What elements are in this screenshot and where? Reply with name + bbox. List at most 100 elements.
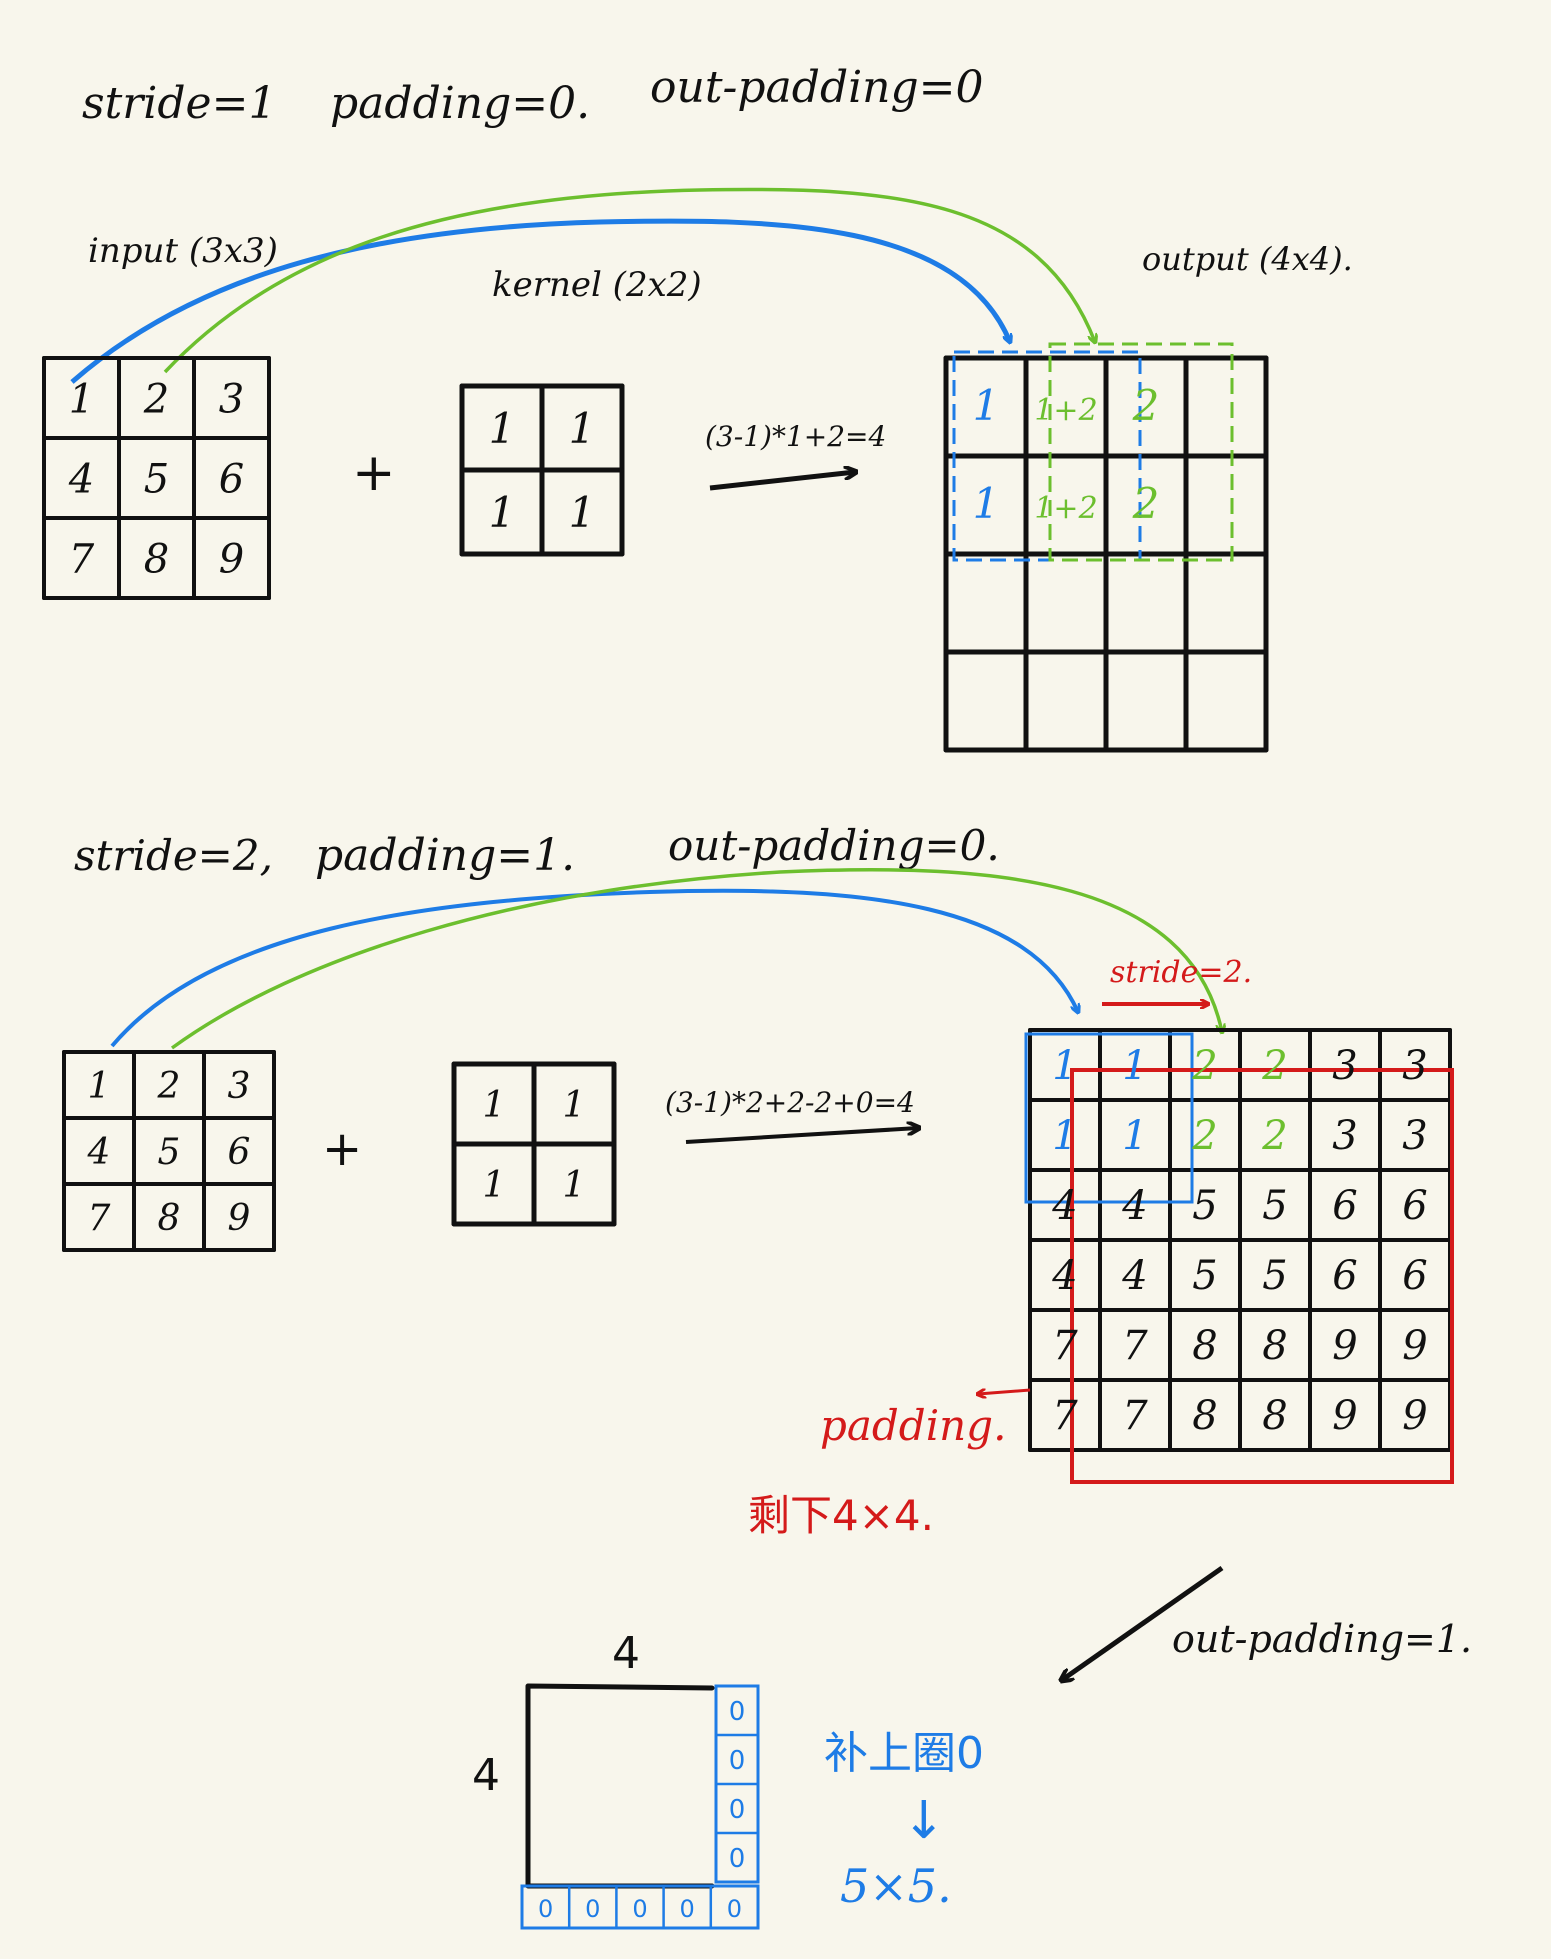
s3-right-zero: 0 (729, 1697, 746, 1727)
s2-output-value: 9 (1332, 1393, 1357, 1439)
s2-input-cell: 3 (228, 1066, 251, 1107)
s2-kernel-cell: 1 (563, 1085, 586, 1126)
s2-output-value: 1 (1122, 1113, 1147, 1159)
s1-input-label: input (3x3) (88, 231, 278, 271)
s1-input-cell: 6 (219, 456, 244, 502)
s3-top-dimension: 4 (612, 1628, 640, 1679)
s1-input-cell: 3 (219, 376, 244, 422)
s2-input-cell: 5 (158, 1132, 181, 1173)
s2-output-value: 4 (1051, 1183, 1077, 1229)
s2-output-value: 4 (1051, 1253, 1077, 1299)
s3-right-zero: 0 (729, 1795, 746, 1825)
s2-output-value: 7 (1122, 1393, 1148, 1439)
s2-output-value: 9 (1332, 1323, 1357, 1369)
s3-left-dimension: 4 (472, 1750, 500, 1801)
s2-output-value: 3 (1402, 1113, 1427, 1159)
s2-output-value: 1 (1052, 1113, 1077, 1159)
s2-output-value: 2 (1261, 1113, 1287, 1159)
s1-plus-sign: + (352, 443, 396, 503)
s2-green-arc (170, 868, 1222, 1050)
s1-output-label: output (4x4). (1142, 240, 1353, 278)
s2-output-value: 3 (1402, 1043, 1427, 1089)
s2-output-value: 7 (1052, 1393, 1078, 1439)
s1-blue-kernel-window (952, 350, 1142, 562)
s2-input-cell: 9 (228, 1198, 251, 1239)
s3-down-arrow: ↓ (902, 1791, 946, 1851)
s1-output-matrix (943, 355, 1269, 753)
s2-output-value: 2 (1191, 1113, 1217, 1159)
s2-kernel-cell: 1 (483, 1085, 506, 1126)
s1-output-value: 1+2 (1034, 491, 1097, 526)
s3-result-label: 5×5. (840, 1859, 952, 1913)
s1-green-arc (163, 187, 1095, 374)
s3-right-zero: 0 (729, 1746, 746, 1776)
s1-formula: (3-1)*1+2=4 (705, 420, 886, 453)
s2-output-value: 6 (1402, 1183, 1427, 1229)
s2-output-value: 6 (1332, 1183, 1357, 1229)
s3-bottom-zero: 0 (585, 1895, 600, 1923)
s1-input-cell: 7 (69, 536, 95, 582)
s2-output-value: 4 (1121, 1183, 1147, 1229)
s2-blue-arc (110, 888, 1078, 1048)
s2-input-cell: 2 (157, 1066, 181, 1107)
s2-output-value: 6 (1332, 1253, 1357, 1299)
s1-input-cell: 9 (219, 536, 244, 582)
s2-input-cell: 7 (88, 1198, 111, 1239)
s3-bottom-zero-row (520, 1884, 760, 1930)
s3-bottom-zero: 0 (538, 1895, 553, 1923)
s1-blue-arc (70, 218, 1010, 384)
s2-input-cell: 8 (158, 1198, 181, 1239)
s1-green-kernel-window (1048, 342, 1234, 562)
s1-kernel-cell: 1 (489, 488, 516, 537)
s2-output-value: 4 (1121, 1253, 1147, 1299)
s2-output-value: 2 (1261, 1043, 1287, 1089)
s1-output-value: 1 (973, 381, 1000, 430)
s1-kernel-cell: 1 (569, 404, 596, 453)
s2-padding-arrow (978, 1390, 1031, 1394)
s1-kernel-label: kernel (2x2) (492, 265, 702, 305)
s1-input-cell: 4 (68, 456, 94, 502)
s1-output-value: 1 (973, 479, 1000, 528)
s2-output-value: 7 (1052, 1323, 1078, 1369)
s3-bottom-zero: 0 (632, 1895, 647, 1923)
s1-output-value: 1+2 (1034, 393, 1097, 428)
s2-output-value: 6 (1402, 1253, 1427, 1299)
s2-stride-annotation: stride=2. (1110, 955, 1252, 990)
s2-padding-crop-box (1070, 1068, 1454, 1484)
s2-output-value: 5 (1192, 1253, 1217, 1299)
s2-plus-sign: + (322, 1121, 362, 1177)
s2-output-value: 2 (1191, 1043, 1217, 1089)
s1-formula-arrow (709, 472, 855, 491)
s2-formula-arrow (685, 1128, 918, 1144)
s1-input-cell: 8 (144, 536, 169, 582)
s2-input-cell: 4 (87, 1132, 111, 1173)
s1-padding-label: padding=0. (330, 78, 590, 129)
s3-diagonal-arrow (1062, 1565, 1224, 1680)
s2-output-value: 5 (1262, 1253, 1287, 1299)
s3-fill-label: 补上圈0 (824, 1728, 984, 1779)
s1-output-value: 2 (1132, 381, 1160, 430)
s2-remain-annotation: 剩下4×4. (748, 1491, 934, 1540)
s2-input-cell: 1 (88, 1066, 111, 1107)
s2-output-value: 9 (1402, 1323, 1427, 1369)
s1-input-cell: 1 (69, 376, 94, 422)
s2-padding-annotation: padding. (820, 1401, 1006, 1450)
s1-output-value: 2 (1132, 479, 1160, 528)
s2-padding-label: padding=1. (315, 830, 575, 881)
s2-output-value: 1 (1052, 1043, 1077, 1089)
s1-kernel-cell: 1 (489, 404, 516, 453)
s1-input-cell: 2 (143, 376, 169, 422)
s2-kernel-cell: 1 (563, 1165, 586, 1206)
s2-output-value: 5 (1192, 1183, 1217, 1229)
s1-stride-label: stride=1 (82, 78, 276, 129)
section1: stride=1 padding=0. out-padding=0 input … (42, 62, 1353, 753)
s2-output-value: 7 (1122, 1323, 1148, 1369)
s2-output-matrix (1028, 1028, 1452, 1452)
